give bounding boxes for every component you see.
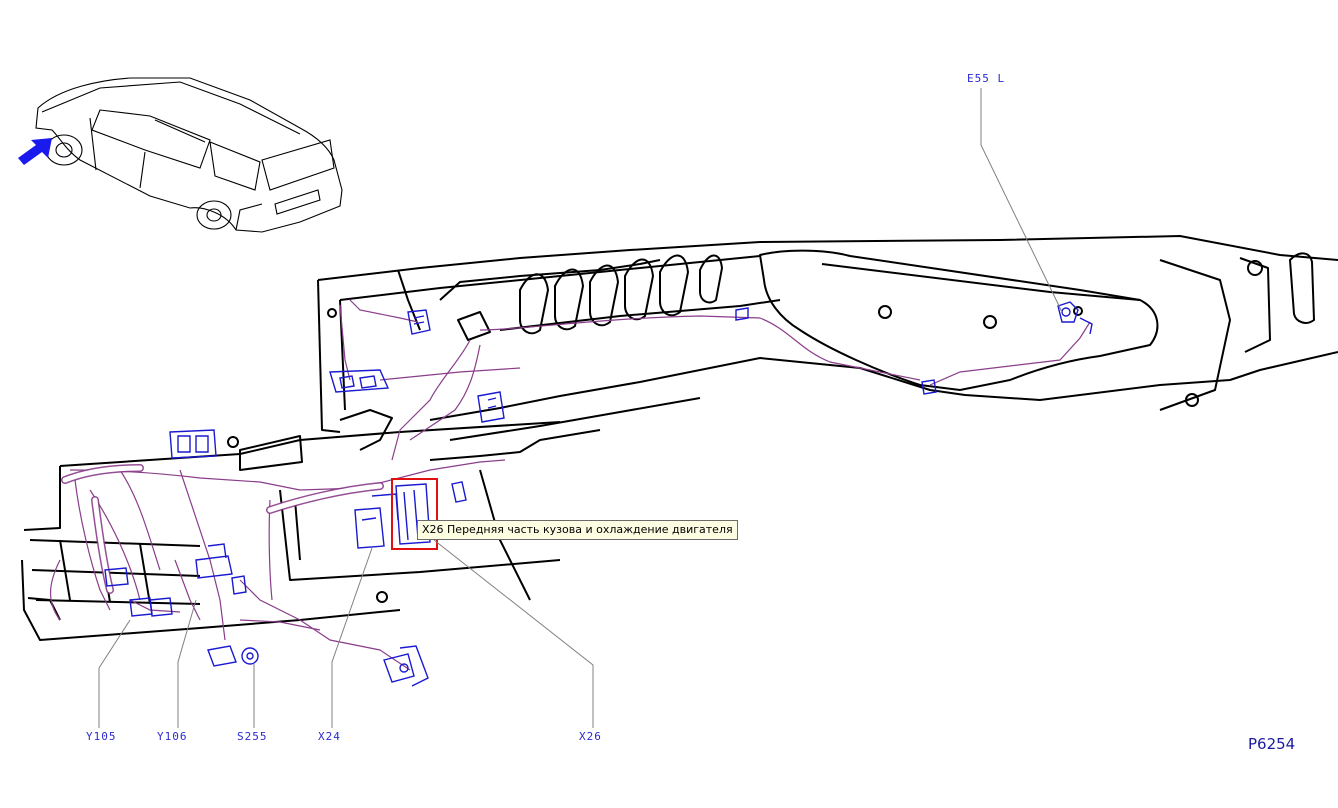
connector-e55l-icon xyxy=(1057,301,1093,335)
connectors xyxy=(104,301,1093,687)
body-structure-outline xyxy=(21,235,1338,641)
front-pointer-arrow-icon xyxy=(18,138,52,165)
connector-center-icon xyxy=(477,391,505,423)
connector-lower-right-icon xyxy=(383,645,429,687)
connector-upper-left-icon xyxy=(407,309,431,335)
leader-lines xyxy=(98,88,1063,728)
component-tooltip: X26 Передняя часть кузова и охлаждение д… xyxy=(417,520,738,540)
callout-x26[interactable]: X26 xyxy=(579,730,602,743)
connector-mid-left-icon xyxy=(329,369,390,393)
connector-s255-icon xyxy=(207,645,259,667)
connector-y106-icon xyxy=(149,543,233,617)
diagram-code: P6254 xyxy=(1248,735,1295,753)
wiring-harness xyxy=(49,299,1091,671)
callout-y105[interactable]: Y105 xyxy=(86,730,117,743)
callout-s255[interactable]: S255 xyxy=(237,730,268,743)
connector-small-icon xyxy=(231,307,937,595)
callout-y106[interactable]: Y106 xyxy=(157,730,188,743)
vehicle-thumbnail xyxy=(35,77,343,233)
wiring-harness-thick xyxy=(61,464,384,594)
callout-e55l[interactable]: E55 L xyxy=(967,72,1005,85)
wiring-harness-thick-inner xyxy=(62,465,383,593)
connector-bank-icon xyxy=(169,429,217,459)
callout-x24[interactable]: X24 xyxy=(318,730,341,743)
x26-highlight-box[interactable] xyxy=(391,478,438,550)
